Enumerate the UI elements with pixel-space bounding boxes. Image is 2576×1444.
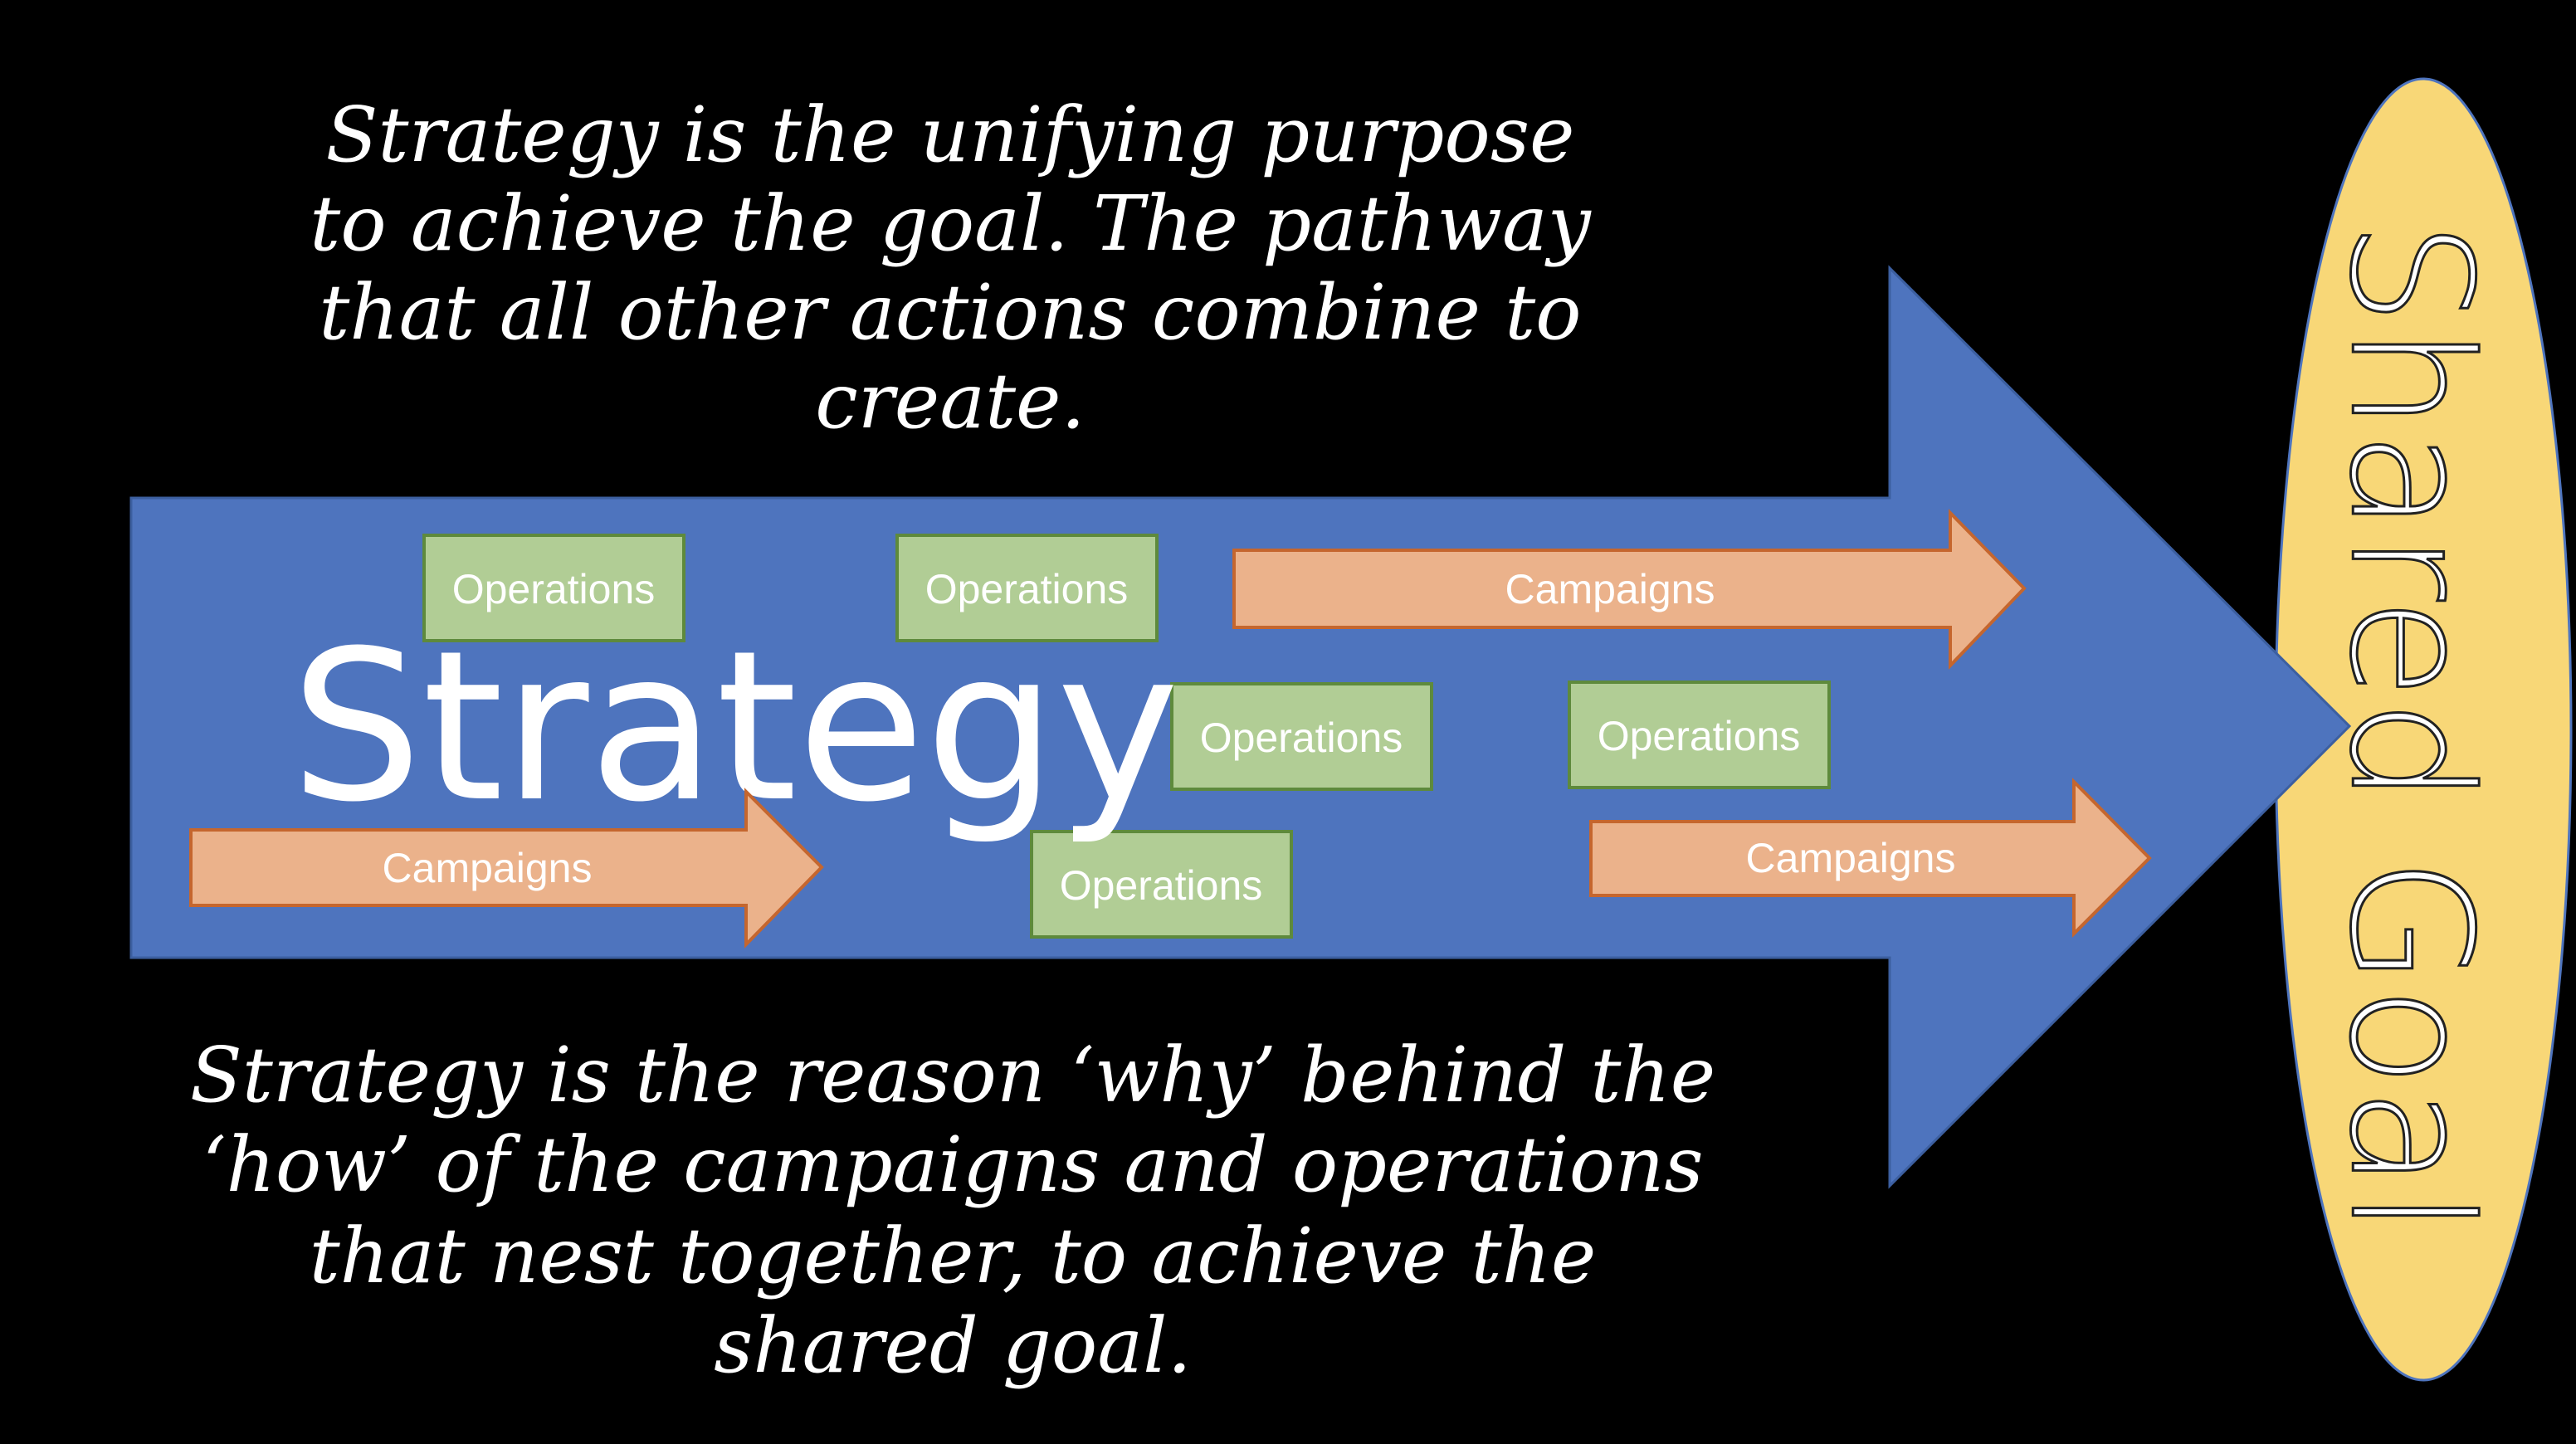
operations-label: Operations — [1060, 862, 1263, 909]
campaigns-arrow: Campaigns — [1232, 509, 2027, 670]
operations-label: Operations — [1598, 713, 1801, 759]
bottom-text-line: Strategy is the reason ‘why’ behind the — [190, 1031, 1715, 1120]
bottom-description: Strategy is the reason ‘why’ behind the … — [190, 1031, 1715, 1390]
operations-label: Operations — [1200, 715, 1403, 761]
campaigns-label: Campaigns — [1505, 566, 1715, 612]
bottom-text-line: that nest together, to achieve the — [310, 1212, 1597, 1300]
operations-box: Operations — [1170, 682, 1433, 791]
strategy-label: Strategy — [290, 606, 1179, 847]
top-text-line: create. — [815, 357, 1085, 446]
operations-box: Operations — [422, 534, 685, 642]
top-text-line: that all other actions combine to — [319, 268, 1581, 357]
top-text-line: Strategy is the unifying purpose — [326, 90, 1575, 179]
operations-box: Operations — [1568, 681, 1831, 789]
top-description: Strategy is the unifying purpose to achi… — [310, 90, 1592, 446]
top-text-line: to achieve the goal. The pathway — [310, 179, 1592, 268]
operations-box: Operations — [1030, 830, 1293, 939]
campaigns-arrow: Campaigns — [189, 788, 824, 949]
campaigns-arrow: Campaigns — [1589, 778, 2152, 938]
bottom-text-line: shared goal. — [714, 1301, 1192, 1390]
bottom-text-line: ‘how’ of the campaigns and operations — [202, 1120, 1703, 1209]
operations-label: Operations — [925, 566, 1129, 612]
operations-box: Operations — [895, 534, 1159, 642]
operations-label: Operations — [452, 566, 656, 612]
campaigns-label: Campaigns — [383, 845, 593, 891]
campaigns-label: Campaigns — [1746, 835, 1956, 881]
